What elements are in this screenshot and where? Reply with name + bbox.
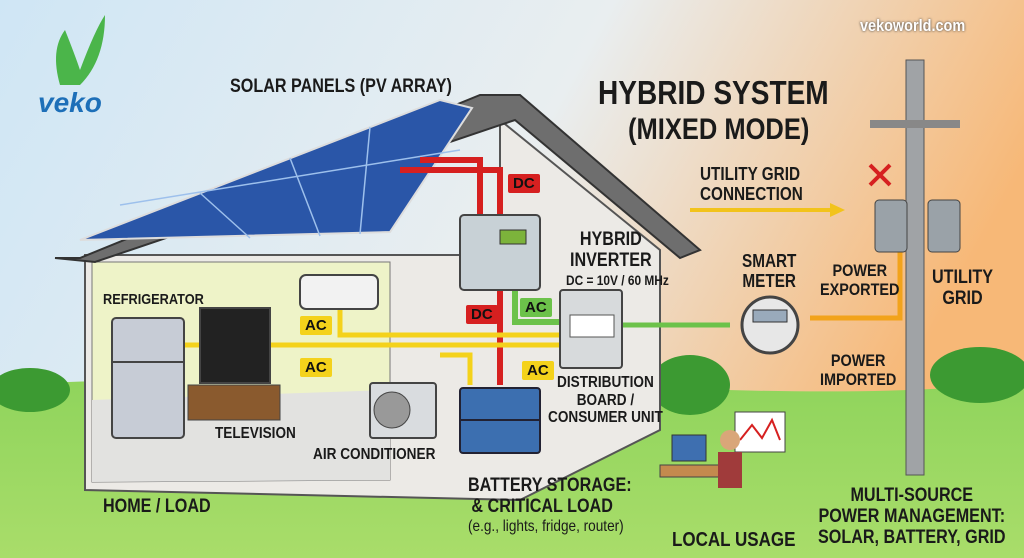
refrigerator-label: REFRIGERATOR <box>103 291 204 308</box>
solar-panels-label: SOLAR PANELS (PV ARRAY) <box>230 76 452 97</box>
transformer <box>874 199 908 253</box>
ac-cable <box>337 300 560 338</box>
ac-cable-green <box>512 290 560 325</box>
dc-badge: DC <box>466 305 498 324</box>
ac-badge-green: AC <box>520 298 552 317</box>
bush <box>0 368 70 412</box>
refrigerator <box>111 317 185 439</box>
home-load-label: HOME / LOAD <box>103 496 211 517</box>
television-label: TELEVISION <box>215 425 296 442</box>
inverter-spec: DC = 10V / 60 MHz <box>566 272 669 288</box>
dc-badge: DC <box>508 174 540 193</box>
ac-badge: AC <box>522 361 554 380</box>
ac-badge: AC <box>300 316 332 335</box>
dc-cable <box>400 167 503 215</box>
smart-meter <box>740 295 800 355</box>
website-link[interactable]: vekoworld.com <box>860 16 966 35</box>
air-conditioner-indoor <box>299 274 379 310</box>
person <box>720 430 740 450</box>
title-line2: (MIXED MODE) <box>628 113 810 146</box>
utility-pole <box>905 59 925 476</box>
solar-panels <box>79 98 474 241</box>
logo-text: veko <box>38 87 102 118</box>
disconnect-x-icon <box>868 163 892 187</box>
bush <box>930 347 1024 403</box>
logo-bird-icon <box>56 15 105 85</box>
television <box>199 307 271 384</box>
local-usage-label: LOCAL USAGE <box>672 529 796 551</box>
computer-monitor <box>671 434 707 462</box>
air-conditioner-label: AIR CONDITIONER <box>313 446 436 463</box>
battery-storage-label: BATTERY STORAGE:& CRITICAL LOAD(e.g., li… <box>468 475 632 535</box>
title-line1: HYBRID SYSTEM <box>598 74 829 111</box>
bush <box>650 355 730 415</box>
hybrid-inverter <box>459 214 541 291</box>
tv-stand <box>187 384 281 421</box>
ac-badge: AC <box>300 358 332 377</box>
